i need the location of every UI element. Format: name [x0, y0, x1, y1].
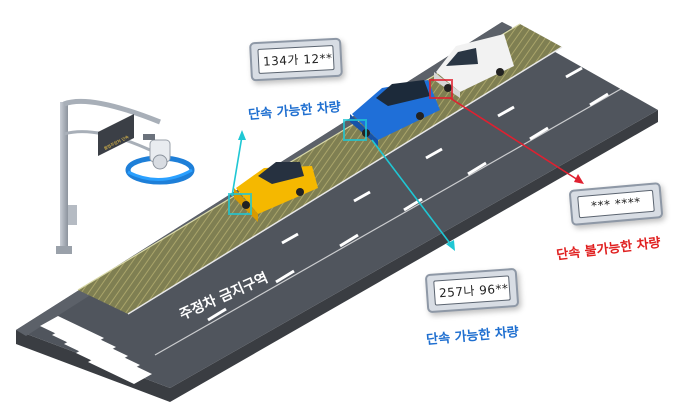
camera-icon — [125, 134, 195, 185]
plate-number-2: 257나 96** — [433, 275, 511, 306]
blue-car — [343, 80, 440, 146]
plate-card-1: 134가 12** — [249, 37, 343, 82]
yellow-car — [228, 162, 318, 222]
no-parking-hatch — [78, 24, 562, 314]
lane-dashes — [207, 66, 609, 322]
road-surface — [16, 22, 658, 388]
plate-card-2: 257나 96** — [424, 267, 520, 314]
plate-number-1: 134가 12** — [257, 45, 335, 74]
callout-arrows — [231, 97, 584, 251]
crosswalk — [40, 316, 152, 384]
enforcement-sign — [98, 114, 134, 156]
white-van — [429, 34, 514, 99]
plate-number-3: *** **** — [577, 189, 655, 219]
